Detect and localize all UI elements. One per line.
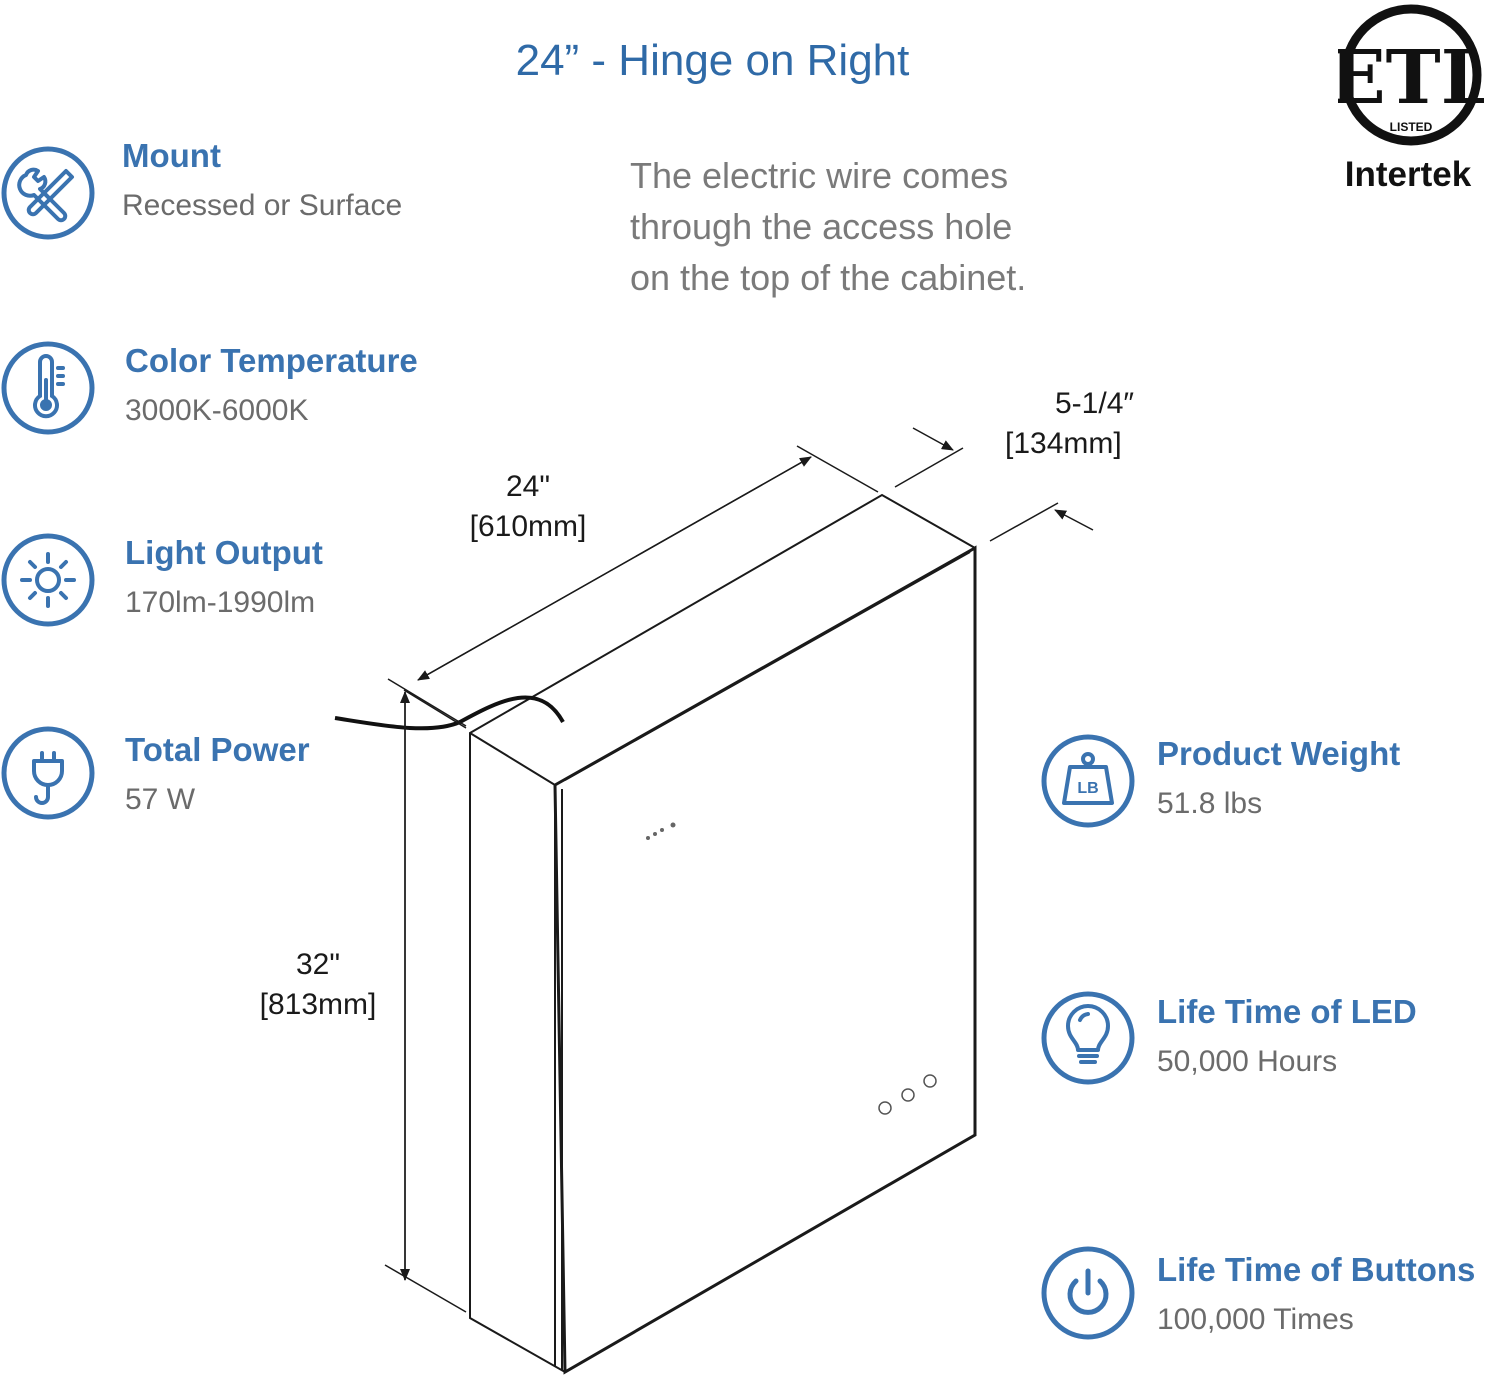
tools-icon (1, 146, 95, 240)
touch-buttons (878, 1074, 937, 1115)
spec-color-temperature: Color Temperature 3000K-6000K (125, 342, 418, 428)
plug-icon (1, 726, 95, 820)
height-label: 32" [813mm] (250, 945, 386, 1025)
spec-name: Product Weight (1157, 735, 1401, 772)
spec-value: 170lm-1990lm (125, 586, 316, 619)
cabinet-body (469, 493, 977, 1375)
power-icon (1041, 1246, 1135, 1340)
spec-led-life: Life Time of LED 50,000 Hours (1157, 993, 1417, 1079)
listed-label: LISTED (1390, 120, 1433, 134)
door-sensor (646, 822, 676, 840)
depth-imperial: 5-1/4″ (1055, 387, 1134, 420)
spec-value: Recessed or Surface (122, 189, 403, 222)
height-imperial: 32" (295, 948, 341, 981)
spec-product-weight: Product Weight 51.8 lbs (1157, 735, 1400, 821)
sun-icon (1, 533, 95, 627)
depth-dimension (894, 427, 1094, 542)
certifier-name: Intertek (1344, 155, 1472, 194)
weight-icon: LB (1041, 734, 1135, 828)
depth-metric: [134mm] (1005, 427, 1122, 460)
cm-label: CM (1452, 56, 1463, 63)
spec-mount: Mount Recessed or Surface (122, 137, 402, 223)
wire-note: The electric wire comes through the acce… (630, 150, 1026, 303)
height-metric: [813mm] (259, 988, 377, 1021)
spec-value: 57 W (125, 783, 196, 816)
width-metric: [610mm] (469, 510, 587, 543)
width-label: 24" [610mm] (460, 467, 596, 547)
spec-name: Mount (122, 137, 221, 174)
spec-name: Color Temperature (125, 342, 418, 379)
spec-value: 100,000 Times (1157, 1303, 1354, 1336)
width-imperial: 24" (505, 470, 551, 503)
wire-note-line: on the top of the cabinet. (630, 257, 1027, 298)
spec-value: 51.8 lbs (1157, 787, 1263, 820)
height-dimension (384, 678, 467, 1313)
bulb-icon (1041, 991, 1135, 1085)
spec-name: Total Power (125, 731, 310, 768)
spec-name: Light Output (125, 534, 323, 571)
weight-badge: LB (1077, 780, 1098, 797)
spec-light-output: Light Output 170lm-1990lm (125, 534, 323, 620)
width-dimension (403, 445, 879, 729)
wire-note-line: through the access hole (630, 206, 1013, 247)
etl-listed-logo: ETL LISTED CM (1338, 4, 1484, 146)
etl-mark: ETL (1338, 35, 1484, 121)
wire-note-line: The electric wire comes (630, 155, 1009, 196)
spec-total-power: Total Power 57 W (125, 731, 310, 817)
spec-name: Life Time of LED (1157, 993, 1417, 1030)
thermometer-icon (1, 341, 95, 435)
spec-value: 50,000 Hours (1157, 1045, 1338, 1078)
spec-value: 3000K-6000K (125, 394, 309, 427)
spec-name: Life Time of Buttons (1157, 1251, 1476, 1288)
page-title: 24” - Hinge on Right (515, 36, 910, 85)
depth-label: 5-1/4″ [134mm] (1005, 384, 1185, 464)
spec-button-life: Life Time of Buttons 100,000 Times (1157, 1251, 1475, 1337)
